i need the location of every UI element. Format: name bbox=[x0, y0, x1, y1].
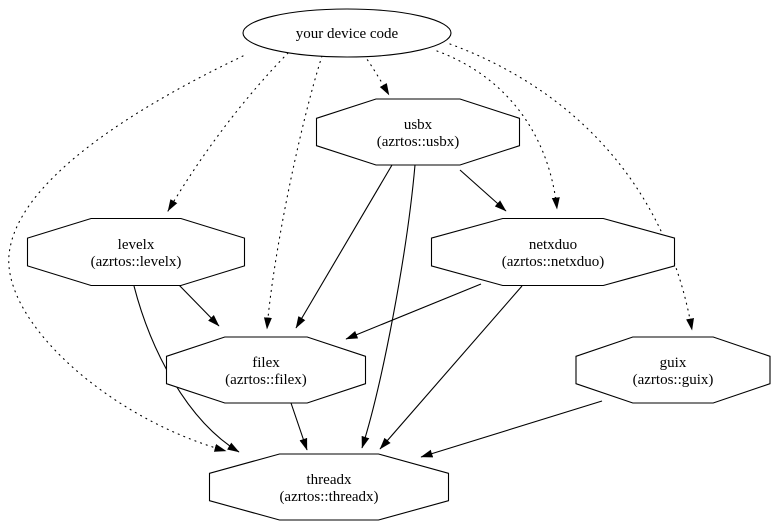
node-shape-levelx bbox=[26, 217, 246, 287]
node-shape-usbx bbox=[315, 98, 521, 166]
node-guix: guix(azrtos::guix) bbox=[575, 336, 771, 404]
edge-device-filex bbox=[263, 55, 323, 330]
node-label-netxduo-line2: (azrtos::netxduo) bbox=[502, 254, 604, 270]
node-label-levelx-line2: (azrtos::levelx) bbox=[91, 254, 182, 270]
node-usbx: usbx(azrtos::usbx) bbox=[315, 98, 521, 166]
node-label-usbx-line1: usbx bbox=[404, 117, 433, 133]
edge-usbx-threadx bbox=[361, 164, 416, 449]
node-label-guix-line2: (azrtos::guix) bbox=[633, 372, 714, 388]
edge-netxduo-threadx bbox=[379, 285, 523, 450]
edge-netxduo-filex bbox=[345, 283, 482, 340]
node-shape-device bbox=[242, 8, 452, 58]
node-label-threadx-line1: threadx bbox=[307, 472, 352, 488]
node-label-filex-line1: filex bbox=[252, 355, 280, 371]
edge-device-usbx bbox=[363, 54, 390, 96]
node-shape-guix bbox=[575, 336, 771, 404]
edge-device-levelx bbox=[167, 52, 289, 212]
node-label-levelx-line1: levelx bbox=[118, 237, 155, 253]
edge-usbx-netxduo bbox=[459, 169, 507, 212]
node-shape-threadx bbox=[208, 453, 450, 521]
node-label-netxduo-line1: netxduo bbox=[529, 237, 577, 253]
node-filex: filex(azrtos::filex) bbox=[165, 336, 367, 404]
node-levelx: levelx(azrtos::levelx) bbox=[26, 217, 246, 287]
edge-device-netxduo bbox=[436, 50, 560, 210]
node-label-usbx-line2: (azrtos::usbx) bbox=[377, 134, 459, 150]
edge-levelx-filex bbox=[177, 283, 220, 327]
edge-filex-threadx bbox=[290, 402, 308, 451]
edge-usbx-filex bbox=[295, 164, 393, 329]
node-label-device-line1: your device code bbox=[296, 26, 399, 42]
node-shape-filex bbox=[165, 336, 367, 404]
node-device: your device code bbox=[242, 8, 452, 58]
edge-guix-threadx bbox=[420, 400, 603, 458]
edge-device-threadx bbox=[8, 55, 244, 452]
node-shape-netxduo bbox=[430, 217, 676, 287]
node-threadx: threadx(azrtos::threadx) bbox=[208, 453, 450, 521]
node-label-threadx-line2: (azrtos::threadx) bbox=[279, 489, 378, 505]
node-label-filex-line2: (azrtos::filex) bbox=[225, 372, 307, 388]
node-netxduo: netxduo(azrtos::netxduo) bbox=[430, 217, 676, 287]
edge-device-guix bbox=[449, 43, 694, 331]
node-label-guix-line1: guix bbox=[660, 355, 687, 371]
